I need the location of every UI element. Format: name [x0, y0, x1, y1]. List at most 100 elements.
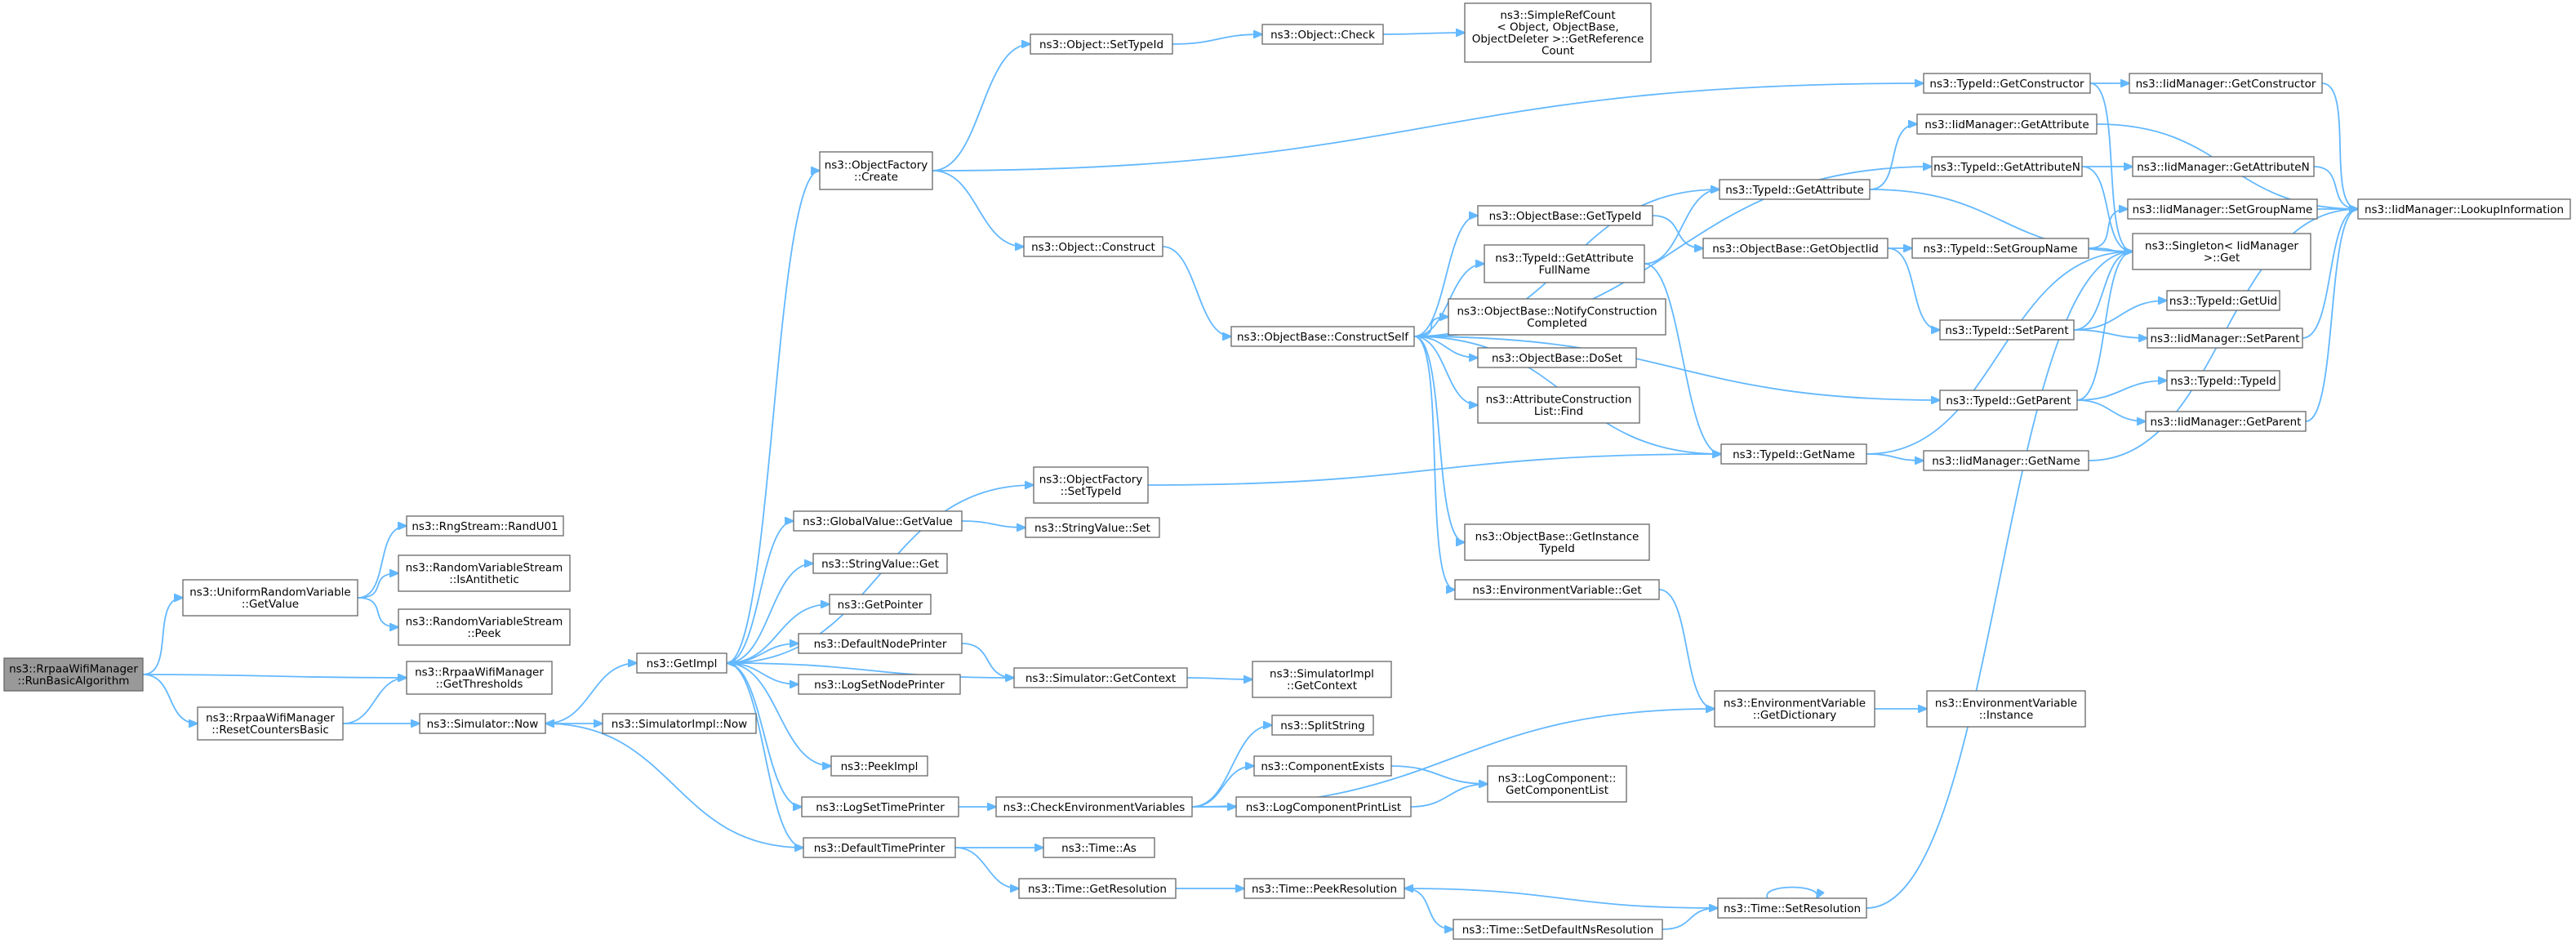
function-node-envvar-get[interactable]: ns3::EnvironmentVariable::Get [1454, 579, 1660, 600]
function-nodes: ns3::RrpaaWifiManager::RunBasicAlgorithm… [3, 2, 2571, 940]
node-box [1717, 897, 1867, 919]
node-label-line: ns3::ObjectBase::ConstructSelf [1237, 331, 1409, 344]
function-node-time-as[interactable]: ns3::Time::As [1043, 837, 1155, 858]
function-node-tid-getname[interactable]: ns3::TypeId::GetName [1720, 443, 1867, 465]
function-node-compexists[interactable]: ns3::ComponentExists [1253, 755, 1392, 777]
function-node-ob-constructself[interactable]: ns3::ObjectBase::ConstructSelf [1230, 326, 1415, 347]
function-node-envvar-instance[interactable]: ns3::EnvironmentVariable::Instance [1926, 690, 2086, 728]
function-node-iid-getconstructor[interactable]: ns3::IidManager::GetConstructor [2129, 73, 2323, 94]
call-edge [2081, 166, 2133, 252]
function-node-logsettimeprinter[interactable]: ns3::LogSetTimePrinter [801, 796, 959, 817]
call-edge [726, 662, 803, 848]
node-label-line: ns3::RngStream::RandU01 [412, 520, 558, 533]
call-edge [2088, 209, 2128, 249]
call-edge [2073, 329, 2147, 338]
function-node-gv-getvalue[interactable]: ns3::GlobalValue::GetValue [793, 510, 963, 532]
call-edge [142, 674, 198, 724]
node-label-line: ::GetThresholds [436, 678, 523, 691]
function-node-deftimeprinter[interactable]: ns3::DefaultTimePrinter [803, 837, 956, 858]
function-node-iid-getattribute[interactable]: ns3::IidManager::GetAttribute [1916, 114, 2098, 135]
node-box [819, 151, 933, 190]
function-node-urv-getvalue[interactable]: ns3::UniformRandomVariable::GetValue [182, 579, 358, 617]
function-node-logcomp-getlist[interactable]: ns3::LogComponent::GetComponentList [1487, 765, 1627, 803]
function-node-sim-getcontext[interactable]: ns3::Simulator::GetContext [1013, 667, 1188, 688]
function-node-tid-getattribute[interactable]: ns3::TypeId::GetAttribute [1719, 179, 1871, 200]
node-label-line: ns3::IidManager::GetAttribute [1924, 118, 2089, 131]
node-label-line: ns3::AttributeConstruction [1486, 394, 1632, 407]
function-node-obj-check[interactable]: ns3::Object::Check [1261, 24, 1384, 45]
function-node-obj-settypeid[interactable]: ns3::Object::SetTypeId [1030, 33, 1173, 55]
function-node-logcompprintlist[interactable]: ns3::LogComponentPrintList [1235, 796, 1412, 817]
function-node-sv-set[interactable]: ns3::StringValue::Set [1025, 517, 1160, 538]
function-node-of-create[interactable]: ns3::ObjectFactory::Create [819, 151, 933, 190]
node-label-line: GetComponentList [1506, 784, 1608, 797]
call-edges [142, 33, 2358, 929]
call-edge [1413, 336, 1478, 405]
function-node-iid-lookupinfo[interactable]: ns3::IidManager::LookupInformation [2357, 198, 2571, 220]
function-node-getimpl[interactable]: ns3::GetImpl [636, 652, 727, 674]
function-node-iid-getname[interactable]: ns3::IidManager::GetName [1923, 450, 2089, 471]
function-node-envvar-getdict[interactable]: ns3::EnvironmentVariable::GetDictionary [1714, 690, 1875, 728]
function-node-tid-getconstructor[interactable]: ns3::TypeId::GetConstructor [1923, 73, 2091, 94]
function-node-splitstring[interactable]: ns3::SplitString [1271, 715, 1374, 736]
function-node-iid-getattributen[interactable]: ns3::IidManager::GetAttributeN [2132, 156, 2315, 177]
function-node-of-settypeid[interactable]: ns3::ObjectFactory::SetTypeId [1033, 466, 1149, 504]
function-node-srefcount[interactable]: ns3::SimpleRefCount< Object, ObjectBase,… [1464, 2, 1652, 63]
node-box [793, 510, 963, 532]
function-node-ob-getobjectiid[interactable]: ns3::ObjectBase::GetObjectIid [1702, 238, 1889, 259]
function-node-tid-getparent[interactable]: ns3::TypeId::GetParent [1939, 390, 2078, 411]
function-node-simimpl-getcontext[interactable]: ns3::SimulatorImpl::GetContext [1252, 661, 1392, 698]
node-box [3, 657, 144, 692]
function-node-tid-getattributen[interactable]: ns3::TypeId::GetAttributeN [1931, 156, 2083, 177]
function-node-singleton-get[interactable]: ns3::Singleton< IidManager >::Get [2132, 233, 2311, 270]
node-box [1477, 347, 1637, 368]
function-node-time-getres[interactable]: ns3::Time::GetResolution [1018, 878, 1177, 899]
function-node-peekimpl[interactable]: ns3::PeekImpl [830, 755, 928, 777]
node-box [1464, 523, 1650, 561]
function-node-sv-get[interactable]: ns3::StringValue::Get [812, 553, 948, 574]
call-edge [2302, 209, 2358, 339]
function-node-defnodeprinter[interactable]: ns3::DefaultNodePrinter [798, 633, 963, 654]
node-label-line: ns3::Time::SetDefaultNsResolution [1462, 924, 1654, 937]
call-edge [2321, 82, 2358, 209]
node-label-line: ns3::RrpaaWifiManager [9, 663, 138, 676]
function-node-ob-notifyconstr[interactable]: ns3::ObjectBase::NotifyConstructionCompl… [1448, 298, 1666, 336]
function-node-time-peekres[interactable]: ns3::Time::PeekResolution [1244, 878, 1405, 899]
function-node-randu01[interactable]: ns3::RngStream::RandU01 [406, 515, 564, 537]
function-node-time-setdefaultns[interactable]: ns3::Time::SetDefaultNsResolution [1453, 919, 1663, 940]
function-node-peek[interactable]: ns3::RandomVariableStream::Peek [398, 608, 571, 646]
function-node-iid-getparent[interactable]: ns3::IidManager::GetParent [2145, 411, 2307, 432]
node-label-line: ns3::IidManager::SetGroupName [2133, 203, 2313, 216]
function-node-sim-now[interactable]: ns3::Simulator::Now [419, 713, 546, 734]
call-edge [1410, 784, 1488, 808]
function-node-tid-typeid[interactable]: ns3::TypeId::TypeId [2166, 370, 2280, 391]
node-label-line: ns3::ObjectBase::GetObjectIid [1712, 243, 1879, 256]
node-box [1939, 319, 2075, 341]
call-edge [1866, 252, 2133, 909]
function-node-resetcounters[interactable]: ns3::RrpaaWifiManager::ResetCountersBasi… [197, 706, 344, 741]
function-node-isantithetic[interactable]: ns3::RandomVariableStream::IsAntithetic [398, 554, 571, 592]
function-node-time-setres[interactable]: ns3::Time::SetResolution [1717, 897, 1867, 919]
node-box [1714, 690, 1875, 728]
function-node-iid-setparent[interactable]: ns3::IidManager::SetParent [2147, 327, 2303, 349]
function-node-logsetnodeprinter[interactable]: ns3::LogSetNodePrinter [798, 674, 961, 695]
function-node-root[interactable]: ns3::RrpaaWifiManager::RunBasicAlgorithm [3, 657, 144, 692]
function-node-getthresholds[interactable]: ns3::RrpaaWifiManager::GetThresholds [406, 661, 553, 695]
call-edge [932, 83, 1924, 171]
function-node-checkenv[interactable]: ns3::CheckEnvironmentVariables [995, 796, 1193, 817]
node-box [1252, 661, 1392, 698]
function-node-tid-setgroupname[interactable]: ns3::TypeId::SetGroupName [1911, 238, 2089, 259]
node-label-line: ns3::RandomVariableStream [406, 562, 563, 575]
function-node-getpointer[interactable]: ns3::GetPointer [829, 594, 932, 615]
function-node-tid-setparent[interactable]: ns3::TypeId::SetParent [1939, 319, 2075, 341]
function-node-iid-setgroupname[interactable]: ns3::IidManager::SetGroupName [2127, 198, 2318, 220]
function-node-ob-doset[interactable]: ns3::ObjectBase::DoSet [1477, 347, 1637, 368]
function-node-obj-construct[interactable]: ns3::Object::Construct [1023, 236, 1163, 257]
call-edge [2076, 252, 2133, 401]
function-node-simimpl-now[interactable]: ns3::SimulatorImpl::Now [602, 713, 757, 734]
function-node-tid-getuid[interactable]: ns3::TypeId::GetUid [2166, 290, 2280, 311]
function-node-ob-gettypeid[interactable]: ns3::ObjectBase::GetTypeId [1477, 205, 1653, 226]
